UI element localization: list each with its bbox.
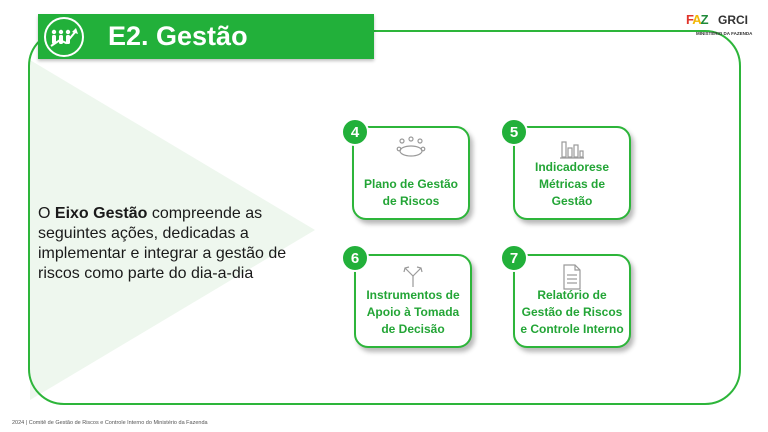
card-number-badge: 5 <box>500 118 528 146</box>
card-plano-gestao-riscos[interactable]: Plano de Gestão de Riscos <box>352 126 470 220</box>
document-icon <box>561 264 583 295</box>
bar-chart-icon <box>559 136 585 165</box>
card-number-badge: 7 <box>500 244 528 272</box>
background-triangle <box>30 60 315 400</box>
intro-highlight: Eixo Gestão <box>54 205 148 222</box>
logo-name: GRCI <box>718 13 748 27</box>
card-label: Plano de Gestão de Riscos <box>363 177 459 208</box>
faz-logo-mark: FAZ <box>686 12 709 27</box>
people-growth-icon <box>44 16 84 57</box>
content-frame <box>28 30 741 405</box>
logo-subtitle: MINISTÉRIO DA FAZENDA <box>696 31 753 36</box>
intro-text: O Eixo Gestão compreende as seguintes aç… <box>38 205 287 282</box>
split-arrows-icon <box>400 264 426 293</box>
card-instrumentos-apoio[interactable]: Instrumentos de Apoio à Tomada de Decisã… <box>354 254 472 348</box>
card-label: Instrumentos de Apoio à Tomada de Decisã… <box>366 288 460 336</box>
card-indicadores-metricas[interactable]: Indicadorese Métricas de Gestão <box>513 126 631 220</box>
card-label: Relatório de Gestão de Riscos e Controle… <box>520 288 624 336</box>
meeting-table-icon <box>396 136 426 165</box>
card-number-badge: 4 <box>341 118 369 146</box>
card-label: Indicadorese Métricas de Gestão <box>534 160 610 208</box>
footer-text: 2024 | Comitê de Gestão de Riscos e Cont… <box>12 420 208 426</box>
grci-logo: FAZ GRCI MINISTÉRIO DA FAZENDA <box>686 12 753 42</box>
page-title: E2. Gestão <box>108 21 248 51</box>
card-relatorio-gestao[interactable]: Relatório de Gestão de Riscos e Controle… <box>513 254 631 348</box>
card-number-badge: 6 <box>341 244 369 272</box>
title-bar: E2. Gestão <box>38 14 374 59</box>
